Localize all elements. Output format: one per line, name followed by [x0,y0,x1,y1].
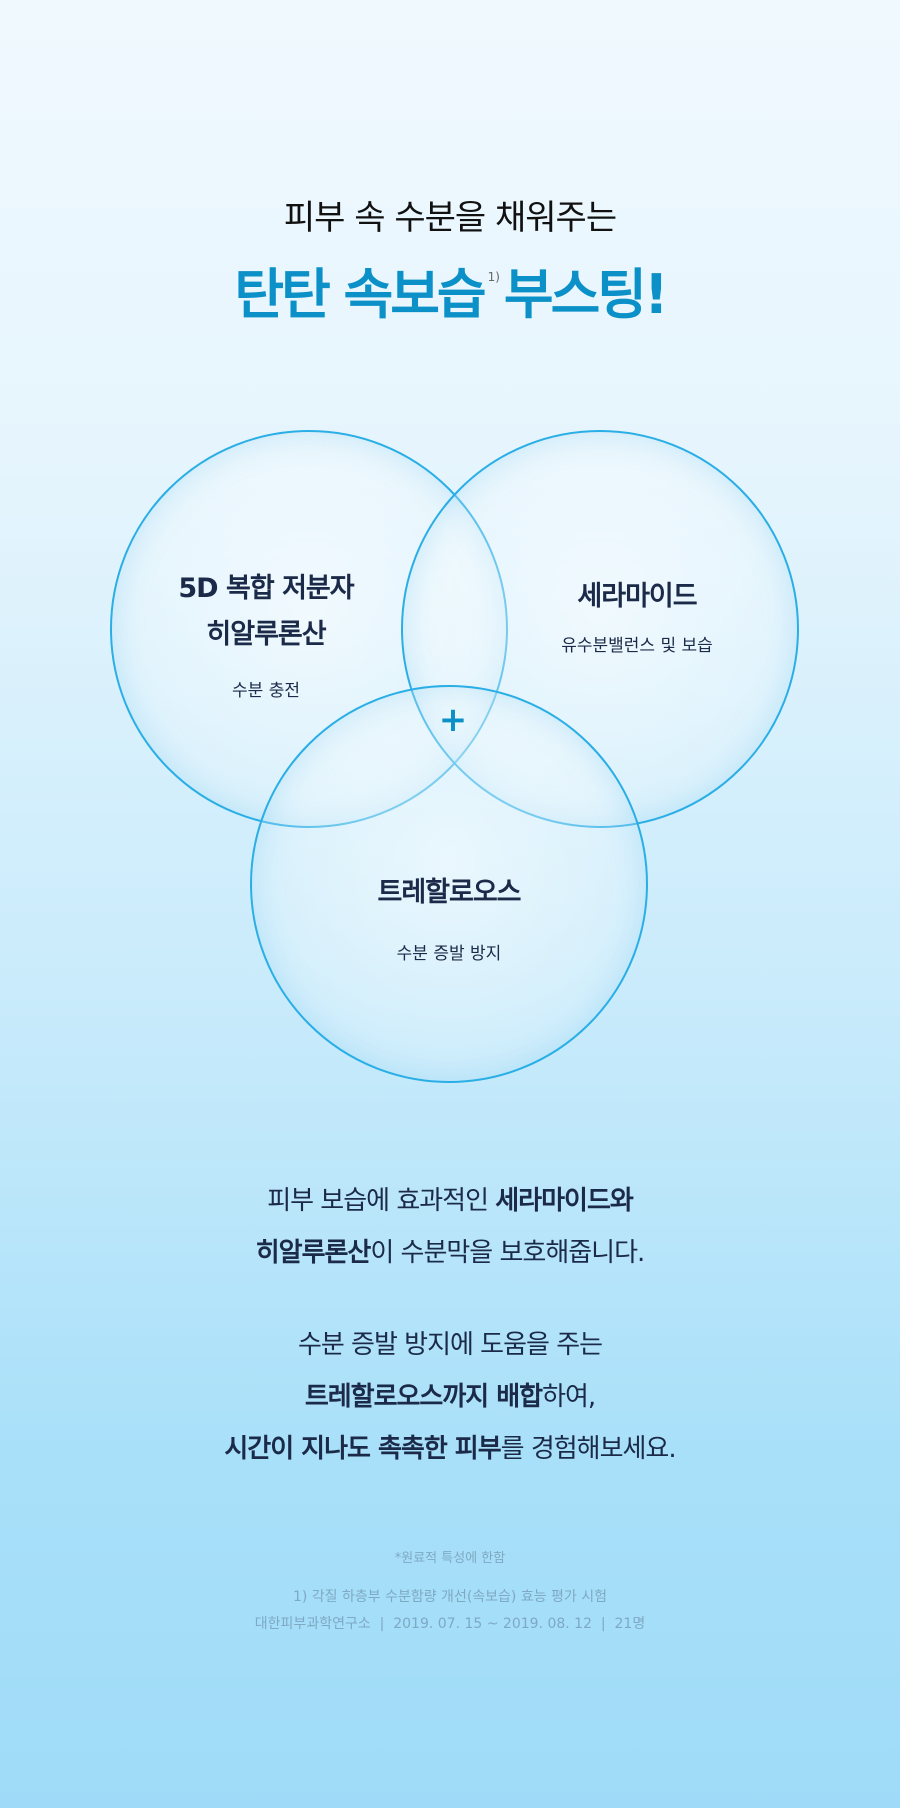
ingredient-name: 세라마이드 [577,581,697,612]
title-part-b: 부스팅! [503,263,669,326]
ingredient-note: *원료적 특성에 한함 [394,1551,506,1566]
ingredient-name: 트레할로오스 [377,877,521,908]
body-line: 수분 증발 방지에 도움을 주는 [297,1330,603,1360]
body-line: 시간이 지나도 촉촉한 피부를 경험해보세요. [224,1434,676,1464]
subtitle: 피부 속 수분을 채워주는 [283,198,617,238]
body-line: 피부 보습에 효과적인 세라마이드와 [267,1186,634,1216]
title-part-a: 탄탄 속보습 [234,263,486,326]
ingredient-name: 5D 복합 저분자 [178,573,354,604]
footnote-mark: 1) [487,270,500,284]
plus-icon: + [438,700,468,740]
circle-trehalose [250,685,648,1083]
ingredient-desc: 수분 증발 방지 [396,944,502,964]
body-line: 트레할로오스까지 배합하여, [304,1382,596,1412]
test-footnote: 1) 각질 하층부 수분함량 개선(속보습) 효능 평가 시험 [292,1589,608,1605]
body-line: 히알루론산이 수분막을 보호해줍니다. [255,1238,646,1268]
ingredient-desc: 수분 충전 [232,681,300,701]
ingredient-name: 히알루론산 [206,619,326,650]
ingredient-desc: 유수분밸런스 및 보습 [561,636,713,656]
test-detail: 대한피부과학연구소 | 2019. 07. 15 ~ 2019. 08. 12 … [254,1616,646,1632]
